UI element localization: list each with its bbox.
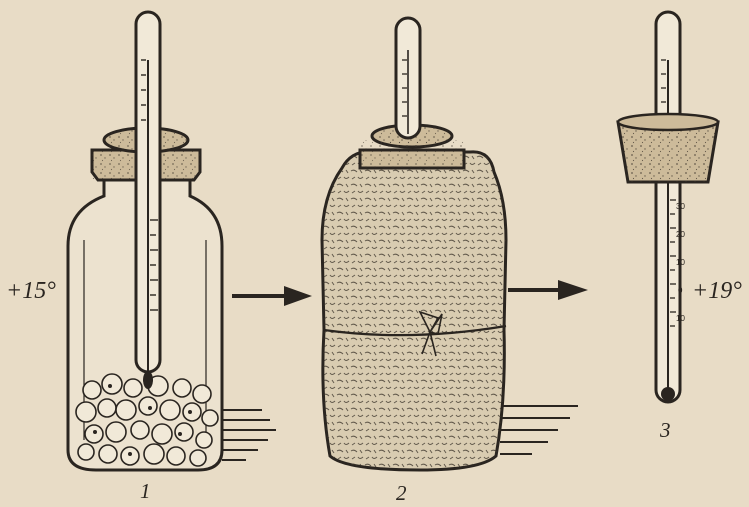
temperature-label-left: +15° [6, 278, 56, 305]
figure-number-2: 2 [396, 481, 407, 506]
scale-number: 10 [676, 314, 685, 323]
thermometer-1 [136, 12, 160, 389]
figure-number-3: 3 [660, 418, 671, 443]
temperature-label-right: +19° [692, 278, 742, 305]
scale-number: 10 [676, 258, 685, 267]
bottle-with-thermometer [68, 12, 276, 470]
wrapped-bottle [322, 18, 578, 470]
wrapped-shadow [500, 406, 578, 454]
figure-number-1: 1 [140, 479, 151, 504]
scale-number: 20 [676, 230, 685, 239]
scale-number: 30 [676, 202, 685, 211]
thermometer-with-cork: 30 20 10 0 10 [618, 12, 718, 402]
arrow-right-icon [508, 280, 588, 300]
arrow-right-icon [232, 286, 312, 306]
thermometer-2 [396, 18, 420, 138]
bottle-shadow [222, 410, 276, 460]
scale-number: 0 [678, 286, 683, 295]
